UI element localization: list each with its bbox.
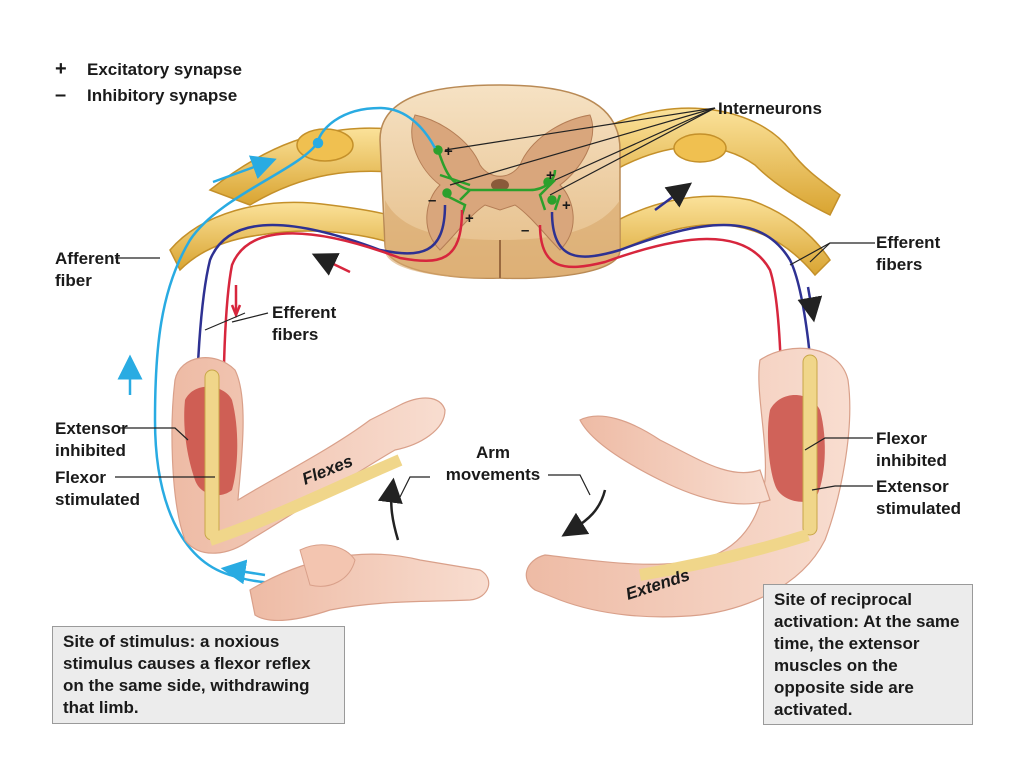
afferent-fiber-label-line1: Afferent: [55, 249, 121, 268]
synapse-sign-inhibitory-2: –: [521, 222, 529, 239]
movement-arrows: [377, 477, 607, 541]
flexor-inhibited-label: Flexor inhibited: [876, 428, 947, 472]
reciprocal-heading: Site of reciprocal activation:: [774, 590, 912, 631]
afferent-fiber-label: Afferent fiber: [55, 248, 120, 292]
interneurons: [433, 145, 562, 216]
stimulus-heading: Site of stimulus:: [63, 632, 196, 651]
flexor-inhibited-line1: Flexor: [876, 429, 928, 448]
extensor-inhibited-line1: Extensor: [55, 419, 128, 438]
arm-movements-label: Arm movements: [437, 442, 549, 486]
excitatory-symbol: +: [55, 58, 67, 80]
reciprocal-text: At the same time, the extensor muscles o…: [774, 612, 960, 719]
synapse-sign-excitatory-4: +: [562, 197, 571, 214]
afferent-fiber: [117, 106, 437, 585]
excitatory-label: Excitatory synapse: [87, 60, 242, 79]
synapse-sign-excitatory-2: +: [465, 210, 474, 227]
left-arm: [171, 357, 490, 621]
extensor-stimulated-line1: Extensor: [876, 477, 949, 496]
afferent-fiber-label-line2: fiber: [55, 271, 92, 290]
efferent-fibers-right-label: Efferent fibers: [876, 232, 940, 276]
spinal-cord: [379, 84, 621, 280]
inhibitory-symbol: –: [55, 84, 67, 106]
flexor-stimulated-line1: Flexor: [55, 468, 107, 487]
flexor-stimulated-label: Flexor stimulated: [55, 467, 140, 511]
synapse-sign-inhibitory-1: –: [428, 192, 436, 209]
spinal-nerve-left: [169, 127, 431, 272]
interneurons-label: Interneurons: [718, 99, 822, 118]
stimulus-text-1: a noxious stimulus causes a: [63, 632, 280, 673]
efferent-left-line1: Efferent: [272, 303, 337, 322]
efferent-right-line1: Efferent: [876, 233, 941, 252]
reciprocal-info-box: Site of reciprocal activation: At the sa…: [763, 584, 973, 725]
extensor-inhibited-label: Extensor inhibited: [55, 418, 128, 462]
spinal-nerve-right: [599, 107, 841, 277]
legend-excitatory: + Excitatory synapse: [55, 58, 242, 81]
extensor-inhibited-line2: inhibited: [55, 441, 126, 460]
efferent-fibers-left-label: Efferent fibers: [272, 302, 336, 346]
flexor-inhibited-line2: inhibited: [876, 451, 947, 470]
arm-movements-line2: movements: [445, 465, 541, 484]
inhibitory-label: Inhibitory synapse: [87, 86, 238, 105]
legend-inhibitory: – Inhibitory synapse: [55, 84, 237, 107]
efferent-right-line2: fibers: [876, 255, 923, 274]
synapse-sign-excitatory-1: +: [444, 143, 453, 160]
arm-movements-line1: Arm: [475, 443, 510, 462]
leader-lines: [115, 107, 875, 498]
stimulus-text-2: on the same side, withdrawing that limb.: [63, 676, 310, 717]
flexor-stimulated-line2: stimulated: [55, 490, 141, 509]
left-efferent-fibers: [194, 204, 464, 461]
stimulus-info-box: Site of stimulus: a noxious stimulus cau…: [52, 626, 345, 724]
synapse-sign-excitatory-3: +: [546, 167, 555, 184]
stimulus-highlight: flexor reflex: [214, 654, 311, 673]
extensor-stimulated-label: Extensor stimulated: [876, 476, 961, 520]
efferent-left-line2: fibers: [272, 325, 319, 344]
extensor-stimulated-line2: stimulated: [876, 499, 962, 518]
right-efferent-fibers: [538, 182, 823, 451]
